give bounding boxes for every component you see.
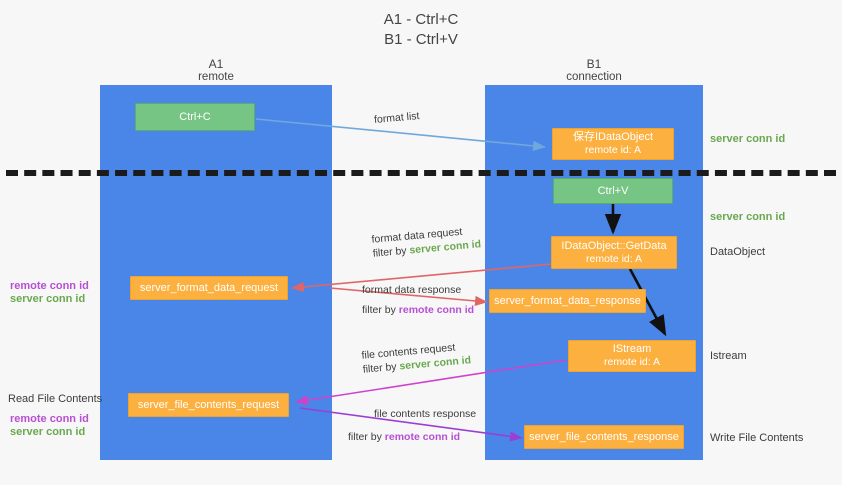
node-idataobject-getdata-label: IDataObject::GetData — [561, 239, 667, 252]
edge-label-format-data-response: format data response filter by remote co… — [362, 283, 474, 317]
node-server-file-contents-response-label: server_file_contents_response — [529, 430, 679, 443]
filter-prefix: filter by — [362, 304, 399, 316]
edge-label-format-data-response-filter: filter by remote conn id — [362, 303, 474, 317]
lane-header-a1: A1 remote — [100, 58, 332, 84]
filter-prefix: filter by — [348, 431, 385, 443]
lane-header-b1-sub: connection — [566, 71, 622, 83]
filter-key-remote-conn-id: remote conn id — [398, 304, 475, 316]
node-save-idataobject-sub: remote id: A — [584, 144, 642, 156]
node-ctrl-c-label: Ctrl+C — [179, 110, 211, 123]
node-istream[interactable]: IStream remote id: A — [568, 340, 696, 372]
filter-prefix: filter by — [362, 360, 400, 376]
node-server-format-data-request-label: server_format_data_request — [139, 281, 279, 294]
node-server-format-data-request[interactable]: server_format_data_request — [130, 276, 288, 300]
node-istream-label: IStream — [612, 343, 652, 355]
edge-label-format-list-text: format list — [373, 110, 420, 126]
title-line-1: A1 - Ctrl+C — [383, 11, 459, 28]
annotation-left-server-conn-id-2: server conn id — [10, 426, 86, 438]
lane-header-a1-name: A1 — [208, 57, 224, 71]
annotation-read-file-contents: Read File Contents — [8, 393, 103, 405]
edge-label-format-data-request: format data request filter by server con… — [371, 223, 482, 260]
node-istream-sub: remote id: A — [603, 356, 661, 368]
edge-label-file-contents-response: file contents response filter by remote … — [348, 407, 477, 444]
annotation-server-conn-id-1: server conn id — [710, 133, 786, 145]
lane-header-b1-name: B1 — [586, 57, 602, 71]
edge-label-file-contents-response-text: file contents response — [374, 408, 477, 420]
node-ctrl-c[interactable]: Ctrl+C — [135, 103, 255, 131]
lane-header-a1-sub: remote — [198, 71, 234, 83]
annotation-write-file-contents: Write File Contents — [710, 432, 804, 444]
node-server-file-contents-response[interactable]: server_file_contents_response — [524, 425, 684, 449]
node-idataobject-getdata-sub: remote id: A — [585, 252, 643, 265]
annotation-server-conn-id-2: server conn id — [710, 211, 786, 223]
title-line-2: B1 - Ctrl+V — [384, 31, 458, 48]
lane-header-b1: B1 connection — [485, 58, 703, 84]
annotation-istream: Istream — [710, 350, 747, 362]
node-ctrl-v-label: Ctrl+V — [597, 184, 629, 197]
edge-label-format-data-response-text: format data response — [362, 284, 462, 296]
page-title: A1 - Ctrl+C B1 - Ctrl+V — [0, 10, 842, 50]
annotation-dataobject: DataObject — [710, 246, 766, 258]
edge-label-file-contents-request: file contents request filter by server c… — [361, 339, 472, 376]
annotation-left-remote-conn-id-2: remote conn id — [10, 413, 89, 425]
phase-divider — [6, 170, 836, 176]
node-server-file-contents-request-label: server_file_contents_request — [137, 398, 280, 411]
node-server-format-data-response[interactable]: server_format_data_response — [489, 289, 646, 313]
node-ctrl-v[interactable]: Ctrl+V — [553, 178, 673, 204]
node-server-format-data-response-label: server_format_data_response — [494, 294, 641, 307]
node-idataobject-getdata[interactable]: IDataObject::GetData remote id: A — [551, 236, 677, 269]
edge-label-file-contents-response-filter: filter by remote conn id — [348, 430, 476, 444]
filter-key-remote-conn-id: remote conn id — [384, 431, 461, 443]
edge-label-format-list: format list — [373, 109, 420, 127]
annotation-left-remote-conn-id-1: remote conn id — [10, 280, 89, 292]
annotation-left-server-conn-id-1: server conn id — [10, 293, 86, 305]
filter-prefix: filter by — [372, 244, 410, 260]
node-save-idataobject[interactable]: 保存IDataObject remote id: A — [552, 128, 674, 160]
node-save-idataobject-label: 保存IDataObject — [572, 131, 654, 143]
node-server-file-contents-request[interactable]: server_file_contents_request — [128, 393, 289, 417]
